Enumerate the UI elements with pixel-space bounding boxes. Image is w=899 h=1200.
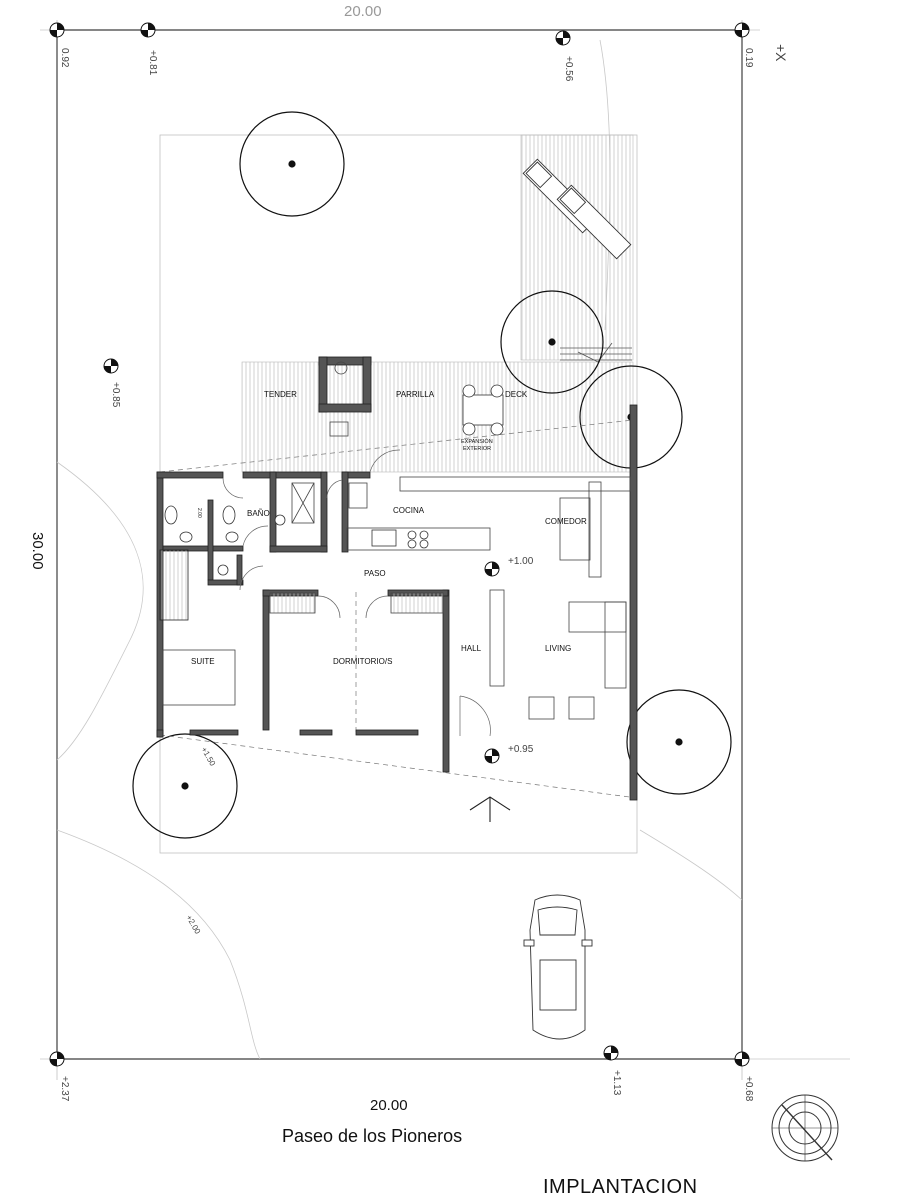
level-interior-1: +1.00 — [508, 556, 534, 567]
trees — [132, 111, 732, 839]
level-left-mid: +0.85 — [110, 382, 121, 408]
dimension-bottom: 20.00 — [370, 1097, 408, 1114]
axis-mark: +X — [773, 44, 789, 62]
level-bottom-left: +2.37 — [59, 1076, 70, 1102]
lot-boundary — [40, 20, 850, 1080]
level-interior-2: +0.95 — [508, 744, 534, 755]
compass-icon — [771, 1094, 839, 1162]
level-bottom-mid: +1.13 — [611, 1070, 622, 1096]
room-parrilla: PARRILLA — [396, 390, 435, 399]
room-cocina: COCINA — [393, 506, 425, 515]
furniture — [164, 384, 504, 576]
interior-lines — [162, 361, 631, 720]
room-suite: SUITE — [191, 657, 215, 666]
level-top-3: +0.56 — [563, 56, 574, 82]
dimension-left: 30.00 — [29, 532, 46, 570]
sun-loungers — [522, 158, 632, 260]
door-swings — [222, 449, 491, 737]
room-bano: BAÑO — [247, 509, 270, 518]
room-expansion-2: EXTERIOR — [463, 446, 491, 452]
room-dormitorios: DORMITORIO/S — [333, 657, 392, 666]
room-deck: DECK — [505, 390, 528, 399]
survey-markers — [49, 22, 750, 1067]
level-bottom-right: +0.68 — [743, 1076, 754, 1102]
street-name: Paseo de los Pioneros — [282, 1126, 463, 1146]
level-top-left: 0.92 — [59, 48, 70, 68]
room-tender: TENDER — [264, 390, 297, 399]
entry-arrow — [469, 796, 511, 822]
level-top-right: 0.19 — [743, 48, 754, 68]
level-contour: +2.00 — [184, 914, 202, 937]
room-paso: PASO — [364, 569, 386, 578]
room-comedor: COMEDOR — [545, 517, 587, 526]
dimension-top: 20.00 — [344, 3, 382, 20]
dashed-lines — [159, 419, 638, 799]
room-hall: HALL — [461, 644, 482, 653]
walls — [156, 356, 638, 801]
front-deck — [241, 361, 634, 473]
deck-steps — [560, 342, 632, 363]
room-expansion-1: EXPANSIÓN — [461, 438, 493, 445]
level-suite-corner: +1.50 — [199, 746, 217, 769]
drawing-title: IMPLANTACION — [543, 1176, 698, 1198]
car-icon — [523, 894, 593, 1040]
room-living: LIVING — [545, 644, 571, 653]
level-top-2: +0.81 — [147, 50, 158, 76]
room-bano-dim: 2.00 — [196, 508, 202, 518]
